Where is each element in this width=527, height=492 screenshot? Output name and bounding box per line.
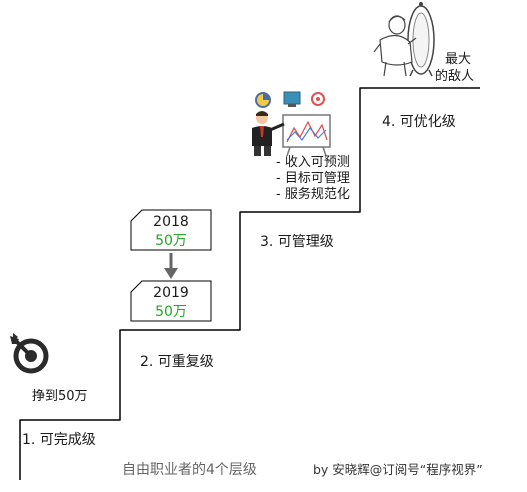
card-2019: 2019 50万 [131, 284, 211, 320]
card-2019-shape [130, 280, 212, 322]
step-3-label: 3. 可管理级 [260, 234, 334, 250]
step-1-label: 1. 可完成级 [22, 432, 96, 448]
bullet-list: - 收入可预测 - 目标可管理 - 服务规范化 [276, 156, 350, 204]
card-2018-year: 2018 [153, 214, 189, 230]
card-2019-year: 2019 [153, 285, 189, 301]
step-2-label: 2. 可重复级 [140, 354, 214, 370]
card-2018-shape [130, 209, 212, 251]
bullet-item: - 目标可管理 [276, 171, 350, 186]
presenter-chart-icon [252, 91, 331, 157]
footer-byline: by 安晓辉@订阅号“程序视界” [313, 462, 483, 477]
step-4-label: 4. 可优化级 [382, 114, 456, 130]
bullet-item: - 服务规范化 [276, 187, 350, 202]
mirror-icon [373, 2, 435, 77]
card-2018: 2018 50万 [131, 213, 211, 249]
enemy-label-line1: 最大 [445, 52, 472, 67]
card-2019-amount: 50万 [155, 304, 187, 320]
enemy-label-line2: 的敌人 [435, 69, 475, 84]
card-2018-amount: 50万 [155, 233, 187, 249]
staircase-line [19, 87, 480, 480]
arrow-down-icon [164, 253, 178, 279]
footer-title: 自由职业者的4个层级 [122, 462, 257, 478]
target-icon [10, 333, 49, 374]
goal-label: 挣到50万 [32, 389, 88, 404]
bullet-item: - 收入可预测 [276, 155, 350, 170]
